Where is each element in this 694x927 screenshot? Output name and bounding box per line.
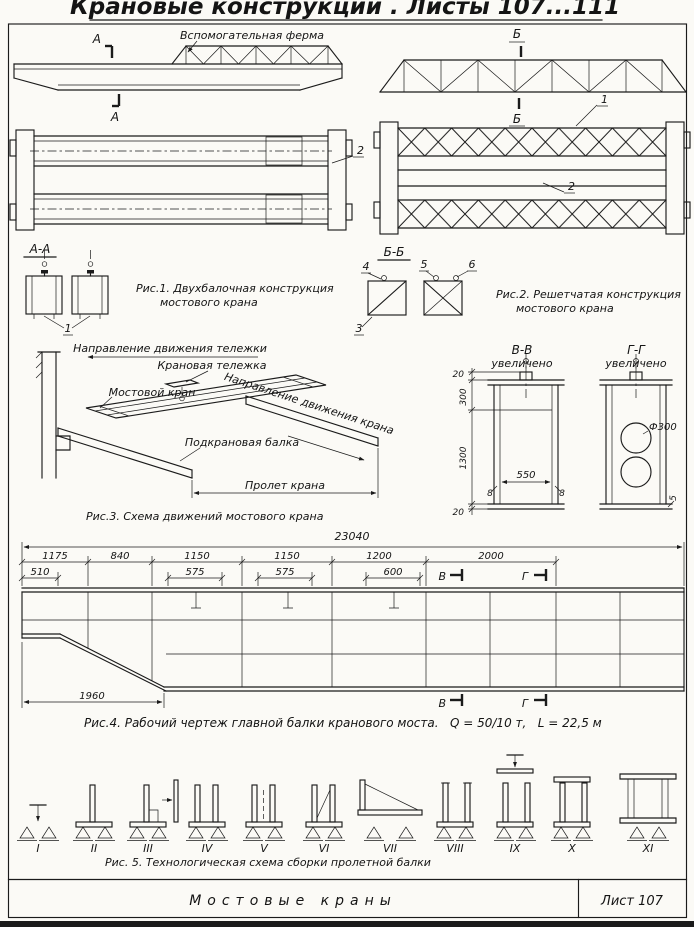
assembly-step-10 [553, 776, 591, 828]
fig2-part-label-4: 4 [363, 260, 370, 273]
assembly-step-1 [29, 804, 47, 822]
fig2-section-bb: Б-Б 4 5 6 3 Рис.2. Решетчатая конструкци… [354, 245, 681, 336]
dim-20-bottom: 20 [453, 508, 465, 518]
fig2-part-label-5: 5 [421, 258, 428, 271]
section-gg-title: Г-Г [627, 343, 646, 357]
fig5-caption: Рис. 5. Технологическая схема сборки про… [105, 856, 431, 869]
fig3-caption: Рис.3. Схема движений мостового крана [86, 510, 324, 523]
assembly-stands [17, 826, 669, 841]
assembly-step-5 [245, 784, 283, 828]
assembly-step-11 [619, 773, 677, 824]
fig1-caption-line1: Рис.1. Двухбалочная конструкция [136, 282, 334, 295]
assembly-step-3 [129, 784, 167, 828]
section-mark-b-bottom: Б [513, 112, 521, 126]
walkway-hatch-upper [265, 136, 303, 166]
sheet-frame [0, 23, 694, 927]
page-title: Крановые конструкции . Листы 107...111 [70, 0, 620, 20]
section-vv-subtitle: увеличено [490, 357, 552, 370]
step-numeral-7: VII [383, 842, 397, 855]
step-numeral-8: VIII [446, 842, 463, 855]
fig5-assembly-sequence: I II III IV V VI VII VIII IX X XI Рис. 5… [17, 754, 677, 869]
dim-2000: 2000 [478, 551, 503, 562]
fig1-caption-line2: мостового крана [160, 296, 258, 309]
fig-lattice-plan: 1 2 [373, 93, 691, 235]
assembly-step-4 [162, 779, 226, 828]
fig4-girder-drawing: 23040 1175 840 1150 1150 1200 2000 510 5… [18, 530, 685, 730]
step-numeral-10: X [567, 842, 576, 855]
dim-1150b: 1150 [274, 551, 299, 562]
dim-8-left: 8 [487, 489, 493, 499]
sheet-number: Лист 107 [600, 894, 664, 909]
dim-20-top: 20 [453, 370, 465, 380]
dim-5: 5 [669, 495, 679, 501]
dim-1175: 1175 [42, 551, 67, 562]
fig2-caption-line2: мостового крана [516, 302, 614, 315]
dim-total-23040: 23040 [335, 530, 370, 543]
cut-mark-g-top: Г [522, 570, 529, 583]
step-numeral-1: I [36, 842, 39, 855]
part-label-2b: 2 [568, 180, 575, 193]
step-numeral-4: IV [202, 842, 214, 855]
cut-mark-v-top: В [438, 570, 446, 583]
walkway-hatch-lower [265, 194, 303, 224]
page-title-block: Крановые конструкции . Листы 107...111 [70, 0, 620, 21]
assembly-step-9 [496, 754, 534, 828]
dim-1960: 1960 [79, 691, 104, 702]
fig4-caption: Рис.4. Рабочий чертеж главной балки кран… [84, 716, 602, 730]
dim-1200: 1200 [366, 551, 391, 562]
section-mark-b-top: Б [513, 27, 521, 41]
trolley-label: Крановая тележка [157, 359, 266, 372]
crane-direction-label: Направление движения крана [223, 370, 396, 437]
fig2-part-label-6: 6 [469, 258, 476, 271]
bridge-crane-label: Мостовой кран [109, 386, 196, 399]
cut-mark-g-bottom: Г [522, 697, 529, 710]
title-block: Мостовые краны Лист 107 [189, 893, 663, 909]
fig2-caption-line1: Рис.2. Решетчатая конструкция [496, 288, 681, 301]
fig1-section-title: А-А [29, 242, 51, 256]
part-label-2: 2 [357, 144, 364, 157]
assembly-step-7 [357, 779, 423, 816]
aux-truss-label: Вспомогательная ферма [180, 29, 324, 42]
dim-550: 550 [516, 470, 535, 481]
fig3-movement-scheme: Направление движения тележки Крановая те… [35, 342, 396, 523]
runway-beam-label: Подкрановая балка [185, 436, 299, 449]
dim-dia300: Ф300 [649, 422, 677, 433]
part-label-1: 1 [601, 93, 608, 106]
fig2-part-label-3: 3 [356, 322, 363, 335]
dim-300: 300 [459, 388, 469, 405]
dim-1300: 1300 [459, 446, 469, 469]
section-mark-a-top: А [92, 32, 101, 46]
step-numeral-9: IX [510, 842, 521, 855]
dim-1150a: 1150 [184, 551, 209, 562]
fig-twin-girder-plan: 2 [9, 129, 364, 231]
step-numeral-11: XI [642, 842, 654, 855]
dim-8-right: 8 [559, 489, 565, 499]
section-mark-a-bottom: А [110, 110, 119, 124]
fig-twin-girder-elevation: Вспомогательная ферма А А [13, 29, 343, 124]
fig-lattice-elevation: Б Б [379, 27, 687, 127]
fig1-part-label-1: 1 [65, 322, 72, 335]
step-numeral-2: II [91, 842, 98, 855]
span-label: Пролет крана [245, 479, 325, 492]
assembly-step-6 [305, 784, 343, 828]
trolley-direction-label: Направление движения тележки [73, 342, 267, 355]
section-vv-title: В-В [512, 343, 533, 357]
step-numeral-5: V [260, 842, 269, 855]
dim-575a: 575 [185, 567, 204, 578]
assembly-step-2 [75, 784, 113, 828]
section-gg-enlarged: Г-Г увеличено Ф300 5 [599, 343, 679, 510]
step-numeral-6: VI [319, 842, 330, 855]
fig1-section-aa: А-А 1 Рис.1. Двухбалочная конструкция мо… [23, 242, 334, 336]
dim-510: 510 [30, 567, 49, 578]
sheet-title: Мостовые краны [189, 893, 397, 909]
dim-840: 840 [110, 551, 129, 562]
dim-575b: 575 [275, 567, 294, 578]
fig2-section-title: Б-Б [384, 245, 405, 259]
cut-mark-v-bottom: В [438, 697, 446, 710]
assembly-step-8 [436, 782, 474, 828]
dim-600: 600 [383, 567, 402, 578]
section-vv-enlarged: В-В увеличено 550 8 8 20 300 1300 20 [453, 343, 566, 518]
step-numeral-3: III [143, 842, 153, 855]
